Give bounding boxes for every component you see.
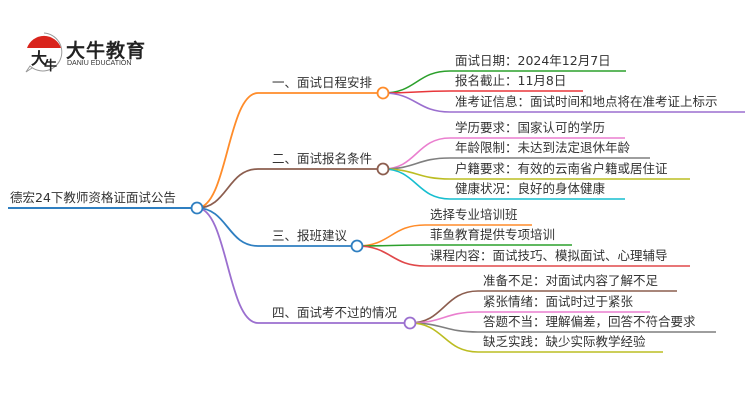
branch-node-3[interactable]: 三、报班建议 (272, 228, 348, 243)
leaf-connector (409, 290, 677, 324)
logo-name: 大牛教育 (66, 40, 147, 62)
leaf-connector (382, 90, 583, 94)
leaf-connector (382, 168, 625, 200)
leaf-connector (409, 322, 663, 353)
branch-toggle-2[interactable] (376, 162, 390, 176)
logo-subtitle: DANIU EDUCATION (67, 60, 132, 67)
leaf-node[interactable]: 报名截止：11月8日 (455, 73, 567, 88)
leaf-connector (382, 137, 625, 170)
branch-toggle-1[interactable] (376, 86, 390, 100)
leaf-connector (356, 245, 690, 267)
root-node[interactable]: 德宏24下教师资格证面试公告 (10, 190, 176, 205)
leaf-node[interactable]: 缺乏实践：缺少实际教学经验 (483, 334, 646, 349)
root-toggle[interactable] (190, 201, 204, 215)
branch-toggle-4[interactable] (403, 316, 417, 330)
leaf-node[interactable]: 选择专业培训班 (430, 207, 518, 222)
leaf-node[interactable]: 面试日期：2024年12月7日 (455, 53, 611, 68)
branch-connector-1 (196, 92, 383, 209)
leaf-node[interactable]: 年龄限制：未达到法定退休年龄 (455, 140, 631, 155)
leaf-connector (356, 244, 572, 247)
leaf-node[interactable]: 答题不当：理解偏差，回答不符合要求 (483, 314, 696, 329)
svg-text:大: 大 (31, 49, 47, 68)
leaf-connector (382, 92, 745, 113)
leaf-node[interactable]: 紧张情绪：面试时过于紧张 (483, 294, 634, 309)
leaf-connector (382, 157, 650, 170)
svg-text:牛: 牛 (44, 58, 57, 74)
branch-toggle-3[interactable] (350, 239, 364, 253)
branch-connector-3 (196, 207, 357, 247)
leaf-connector (356, 224, 532, 247)
logo-mark: 大 牛 (25, 32, 63, 74)
leaf-node[interactable]: 健康状况：良好的身体健康 (455, 181, 606, 196)
leaf-node[interactable]: 课程内容：面试技巧、模拟面试、心理辅导 (430, 248, 668, 263)
leaf-node[interactable]: 户籍要求：有效的云南省户籍或居住证 (455, 161, 668, 176)
branch-node-4[interactable]: 四、面试考不过的情况 (272, 305, 398, 320)
branch-node-1[interactable]: 一、面试日程安排 (272, 75, 373, 90)
branch-node-2[interactable]: 二、面试报名条件 (272, 151, 373, 166)
leaf-node[interactable]: 菲鱼教育提供专项培训 (430, 227, 556, 242)
leaf-node[interactable]: 准备不足：对面试内容了解不足 (483, 273, 659, 288)
leaf-node[interactable]: 学历要求：国家认可的学历 (455, 120, 606, 135)
leaf-node[interactable]: 准考证信息：面试时间和地点将在准考证上标示 (455, 94, 718, 109)
branch-connector-4 (196, 207, 410, 324)
branch-connector-2 (196, 168, 383, 209)
